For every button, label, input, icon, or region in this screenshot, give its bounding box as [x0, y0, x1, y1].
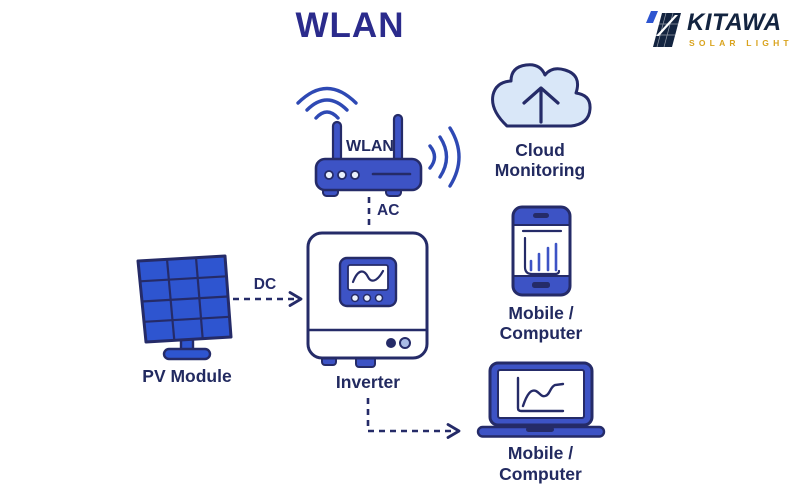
phone-speaker [533, 213, 549, 218]
router-label: WLAN [346, 138, 394, 155]
dc-label: DC [253, 276, 277, 293]
wifi-waves-left-icon [296, 86, 358, 120]
laptop-arrowhead [446, 423, 461, 439]
bar-chart-icon [521, 229, 563, 276]
cloud-label: Cloud Monitoring [475, 140, 605, 180]
logo-text: KITAWA SOLAR LIGHT [687, 8, 793, 48]
ac-label: AC [377, 202, 400, 219]
logo-brand-name: KITAWA [687, 8, 782, 36]
line-chart-icon [516, 376, 565, 413]
cloud-label-line1: Cloud [515, 140, 565, 160]
laptop-label: Mobile / Computer [478, 443, 603, 485]
sine-wave-icon [351, 269, 385, 284]
mobile-label: Mobile / Computer [480, 303, 602, 343]
wlan-router-icon [296, 86, 461, 197]
logo-tagline: SOLAR LIGHT [689, 37, 793, 48]
phone-home-button [532, 282, 550, 288]
page-title: WLAN [295, 6, 405, 45]
router-body-icon [314, 113, 423, 197]
inverter-icon [306, 231, 429, 368]
laptop-label-line2: Computer [499, 464, 582, 484]
mobile-label-line2: Computer [499, 323, 583, 343]
cloud-label-line2: Monitoring [494, 160, 586, 180]
cloud-icon [491, 63, 592, 128]
pv-grid-lines [139, 257, 230, 341]
upload-arrow-icon [522, 86, 560, 124]
brand-logo: KITAWA SOLAR LIGHT [644, 7, 793, 51]
laptop-notch [526, 427, 554, 432]
smartphone-icon [511, 205, 572, 297]
laptop-icon [476, 361, 606, 438]
laptop-label-line1: Mobile / [507, 443, 574, 463]
pv-module-label: PV Module [142, 366, 232, 386]
inverter-label: Inverter [335, 372, 401, 392]
solar-panel-logo-icon [646, 11, 681, 48]
inverter-to-laptop-line [366, 398, 454, 433]
mobile-label-line1: Mobile / [508, 303, 574, 323]
wifi-waves-right-icon [428, 126, 461, 188]
pv-module-icon [136, 254, 233, 361]
